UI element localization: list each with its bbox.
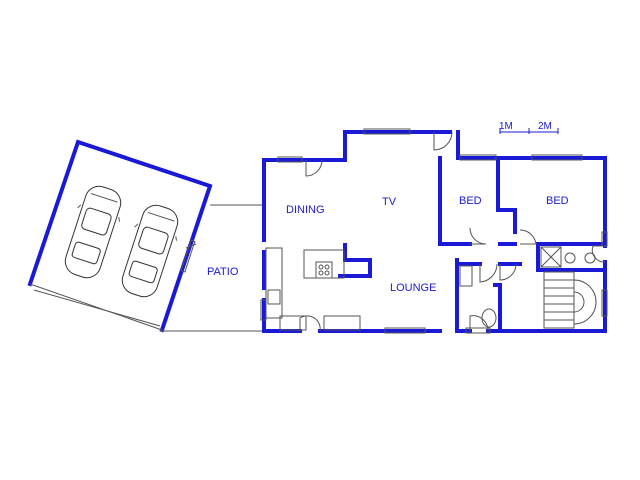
scale-bar: 1M 2M: [499, 121, 559, 134]
scale-label-1m: 1M: [499, 121, 513, 132]
staircase: [543, 271, 597, 329]
patio-outline: [160, 204, 264, 332]
car-left: [64, 185, 122, 279]
room-label-lounge: LOUNGE: [390, 282, 436, 294]
doors: [299, 131, 606, 332]
room-label-tv: TV: [382, 196, 397, 208]
bathroom-fixtures: [459, 246, 596, 328]
kitchen-fixtures: [265, 247, 361, 331]
basin-icon: [459, 265, 473, 287]
stove-icon: [315, 261, 333, 279]
room-label-patio: PATIO: [207, 266, 239, 278]
room-label-bed-right: BED: [546, 195, 569, 207]
scale-label-2m: 2M: [538, 121, 552, 132]
windows: [260, 128, 608, 334]
room-label-dining: DINING: [286, 204, 325, 216]
toilet-icon: [481, 308, 497, 328]
garage: [27, 139, 213, 333]
room-label-bed-left: BED: [459, 195, 482, 207]
car-right: [121, 204, 179, 298]
shower-icon: [540, 246, 562, 268]
house-walls: [262, 130, 607, 333]
